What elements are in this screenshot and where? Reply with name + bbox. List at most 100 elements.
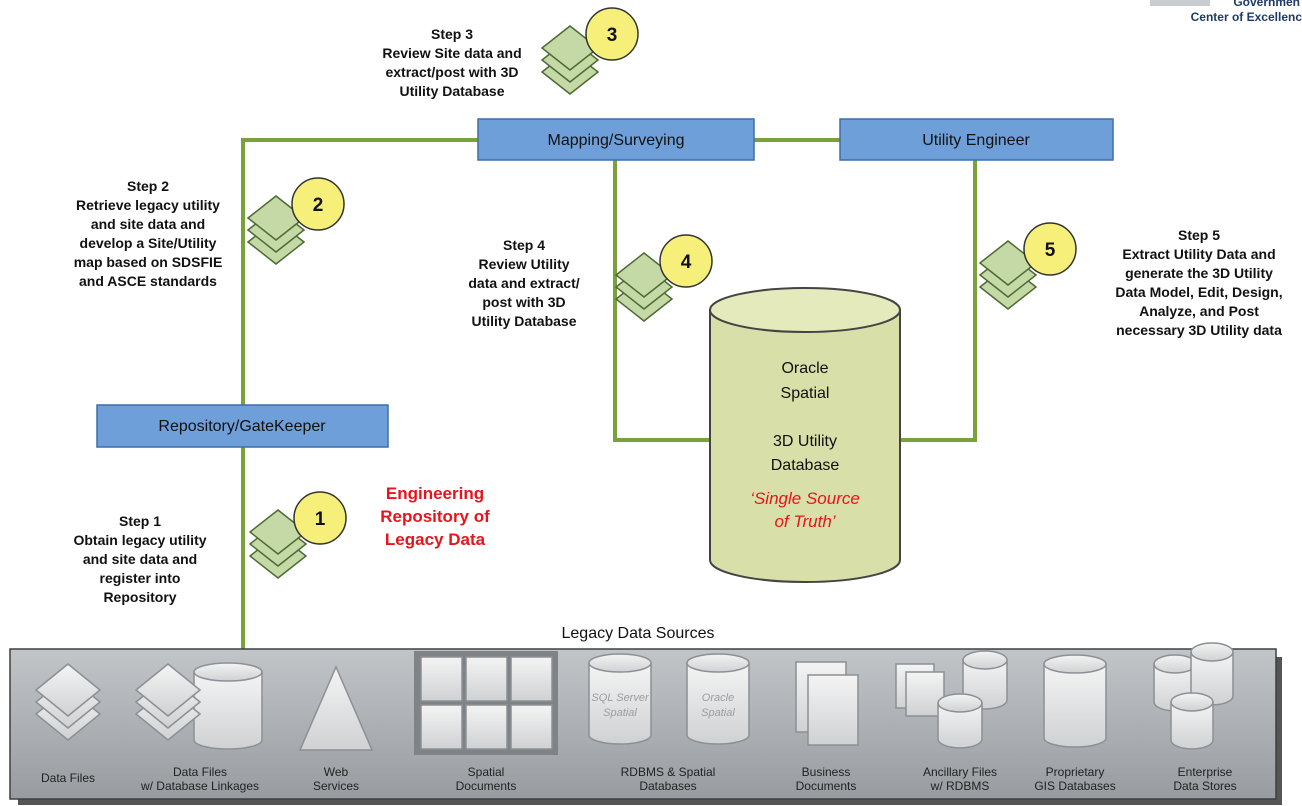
- source-label: Enterprise: [1178, 765, 1233, 779]
- step-number-circle: [293, 491, 347, 545]
- step-1-line: and site data and: [83, 551, 197, 567]
- proprietary-gis-icon: [1043, 654, 1107, 748]
- gis-cylinder: [1043, 663, 1107, 748]
- engineering-line-3: Legacy Data: [385, 530, 486, 549]
- store-cylinder-top: [1190, 642, 1234, 662]
- db-caption: SQL Server: [591, 692, 650, 704]
- db-caption: Oracle: [702, 692, 734, 704]
- step-1-line: Obtain legacy utility: [73, 532, 206, 548]
- mapping-surveying-box: Mapping/Surveying: [477, 118, 755, 161]
- step-3-line: Review Site data and: [382, 45, 521, 61]
- engineering-line-2: Repository of: [380, 507, 490, 526]
- step-number-circle: [1023, 222, 1077, 276]
- step-1-line: Repository: [103, 589, 176, 605]
- step-3-line: Step 3: [431, 26, 473, 42]
- step-5-line: Data Model, Edit, Design,: [1115, 284, 1282, 300]
- db-caption: Spatial: [603, 707, 637, 719]
- step-number-circle: [585, 7, 639, 61]
- source-label: Ancillary Files: [923, 765, 997, 779]
- sql-server-cylinder-top: [588, 653, 652, 673]
- step-1-line: register into: [100, 570, 181, 586]
- source-label: Business: [802, 765, 851, 779]
- grid-cell: [510, 704, 553, 750]
- legacy-data-sources-title: Legacy Data Sources: [562, 625, 715, 642]
- engineering-line-1: Engineering: [386, 484, 484, 503]
- grid-cell: [465, 704, 508, 750]
- source-label: Data Files: [173, 765, 227, 779]
- step-number: 5: [1045, 240, 1056, 261]
- grid-cell: [510, 656, 553, 702]
- step-2-line: and site data and: [91, 216, 205, 232]
- step-1-line: Step 1: [119, 513, 161, 529]
- database-cylinder-top: [193, 662, 263, 682]
- db-label-line-2: Spatial: [781, 385, 830, 402]
- db-tagline-2: of Truth’: [774, 512, 835, 531]
- gis-cylinder-top: [1043, 654, 1107, 674]
- page-front: [807, 674, 859, 746]
- source-label: w/ RDBMS: [930, 779, 990, 793]
- step-number: 3: [607, 25, 618, 46]
- step-4-badge: 4: [614, 234, 713, 322]
- store-cylinder-top: [1153, 654, 1197, 674]
- step-3-line: extract/post with 3D: [385, 64, 518, 80]
- db-small-top: [962, 650, 1008, 670]
- source-label: Data Stores: [1173, 779, 1236, 793]
- db-label-line-3: 3D Utility: [773, 433, 837, 450]
- step-5-badge: 5: [978, 222, 1077, 310]
- step-5-line: Analyze, and Post: [1139, 303, 1259, 319]
- step-2-description: Step 2 Retrieve legacy utility and site da…: [74, 178, 223, 289]
- layer-sheet: [134, 663, 202, 717]
- step-2-line: Step 2: [127, 178, 169, 194]
- ancillary-files-icon: [895, 650, 1008, 749]
- step-4-line: Review Utility: [478, 256, 569, 272]
- connector-repo-to-mapping: [241, 138, 480, 408]
- grid-cell: [420, 656, 463, 702]
- repository-gatekeeper-label: Repository/GateKeeper: [158, 418, 326, 435]
- web-services-icon: [298, 665, 374, 751]
- step-5-line: Step 5: [1178, 227, 1220, 243]
- grid-cell: [420, 704, 463, 750]
- step-4-line: Utility Database: [471, 313, 576, 329]
- step-2-line: Retrieve legacy utility: [76, 197, 220, 213]
- step-badges: 1 2 3 4 5: [246, 7, 1077, 579]
- source-label: Web: [324, 765, 349, 779]
- step-3-description: Step 3 Review Site data and extract/post w…: [382, 26, 521, 99]
- utility-engineer-label: Utility Engineer: [922, 132, 1030, 149]
- db-label-line-1: Oracle: [781, 360, 828, 377]
- step-number: 1: [315, 509, 326, 530]
- step-5-line: Extract Utility Data and: [1122, 246, 1275, 262]
- source-label: RDBMS & Spatial: [621, 765, 716, 779]
- db-small: [937, 702, 983, 749]
- logo-line-2: Center of Excellenc: [1191, 10, 1302, 24]
- step-number: 2: [313, 195, 324, 216]
- step-4-line: data and extract/: [468, 275, 579, 291]
- connector-mapping-to-db: [613, 160, 712, 442]
- db-small-top: [937, 693, 983, 713]
- enterprise-data-stores-icon: [1153, 642, 1234, 750]
- source-label: Data Files: [41, 771, 95, 785]
- business-documents-icon: [795, 661, 859, 746]
- source-label: Services: [313, 779, 359, 793]
- company-logo: Governmen Center of Excellenc: [1150, 0, 1302, 24]
- oracle-spatial-database: Oracle Spatial 3D Utility Database ‘Sing…: [709, 287, 901, 583]
- source-label: Documents: [796, 779, 857, 793]
- mapping-surveying-label: Mapping/Surveying: [548, 132, 685, 149]
- repository-gatekeeper-box: Repository/GateKeeper: [96, 404, 389, 448]
- step-1-description: Step 1 Obtain legacy utility and site data…: [73, 513, 206, 605]
- engineering-repository-label: Engineering Repository of Legacy Data: [380, 484, 490, 549]
- step-1-badge: 1: [248, 491, 347, 579]
- logo-line-1: Governmen: [1233, 0, 1300, 9]
- step-2-line: develop a Site/Utility: [80, 235, 217, 251]
- step-2-line: and ASCE standards: [79, 273, 217, 289]
- oracle-cylinder-top: [686, 653, 750, 673]
- source-label: Databases: [639, 779, 696, 793]
- oracle-cylinder: [686, 662, 750, 745]
- step-descriptions: Step 1 Obtain legacy utility and site data…: [73, 26, 1282, 605]
- source-label: GIS Databases: [1034, 779, 1115, 793]
- step-4-line: Step 4: [503, 237, 545, 253]
